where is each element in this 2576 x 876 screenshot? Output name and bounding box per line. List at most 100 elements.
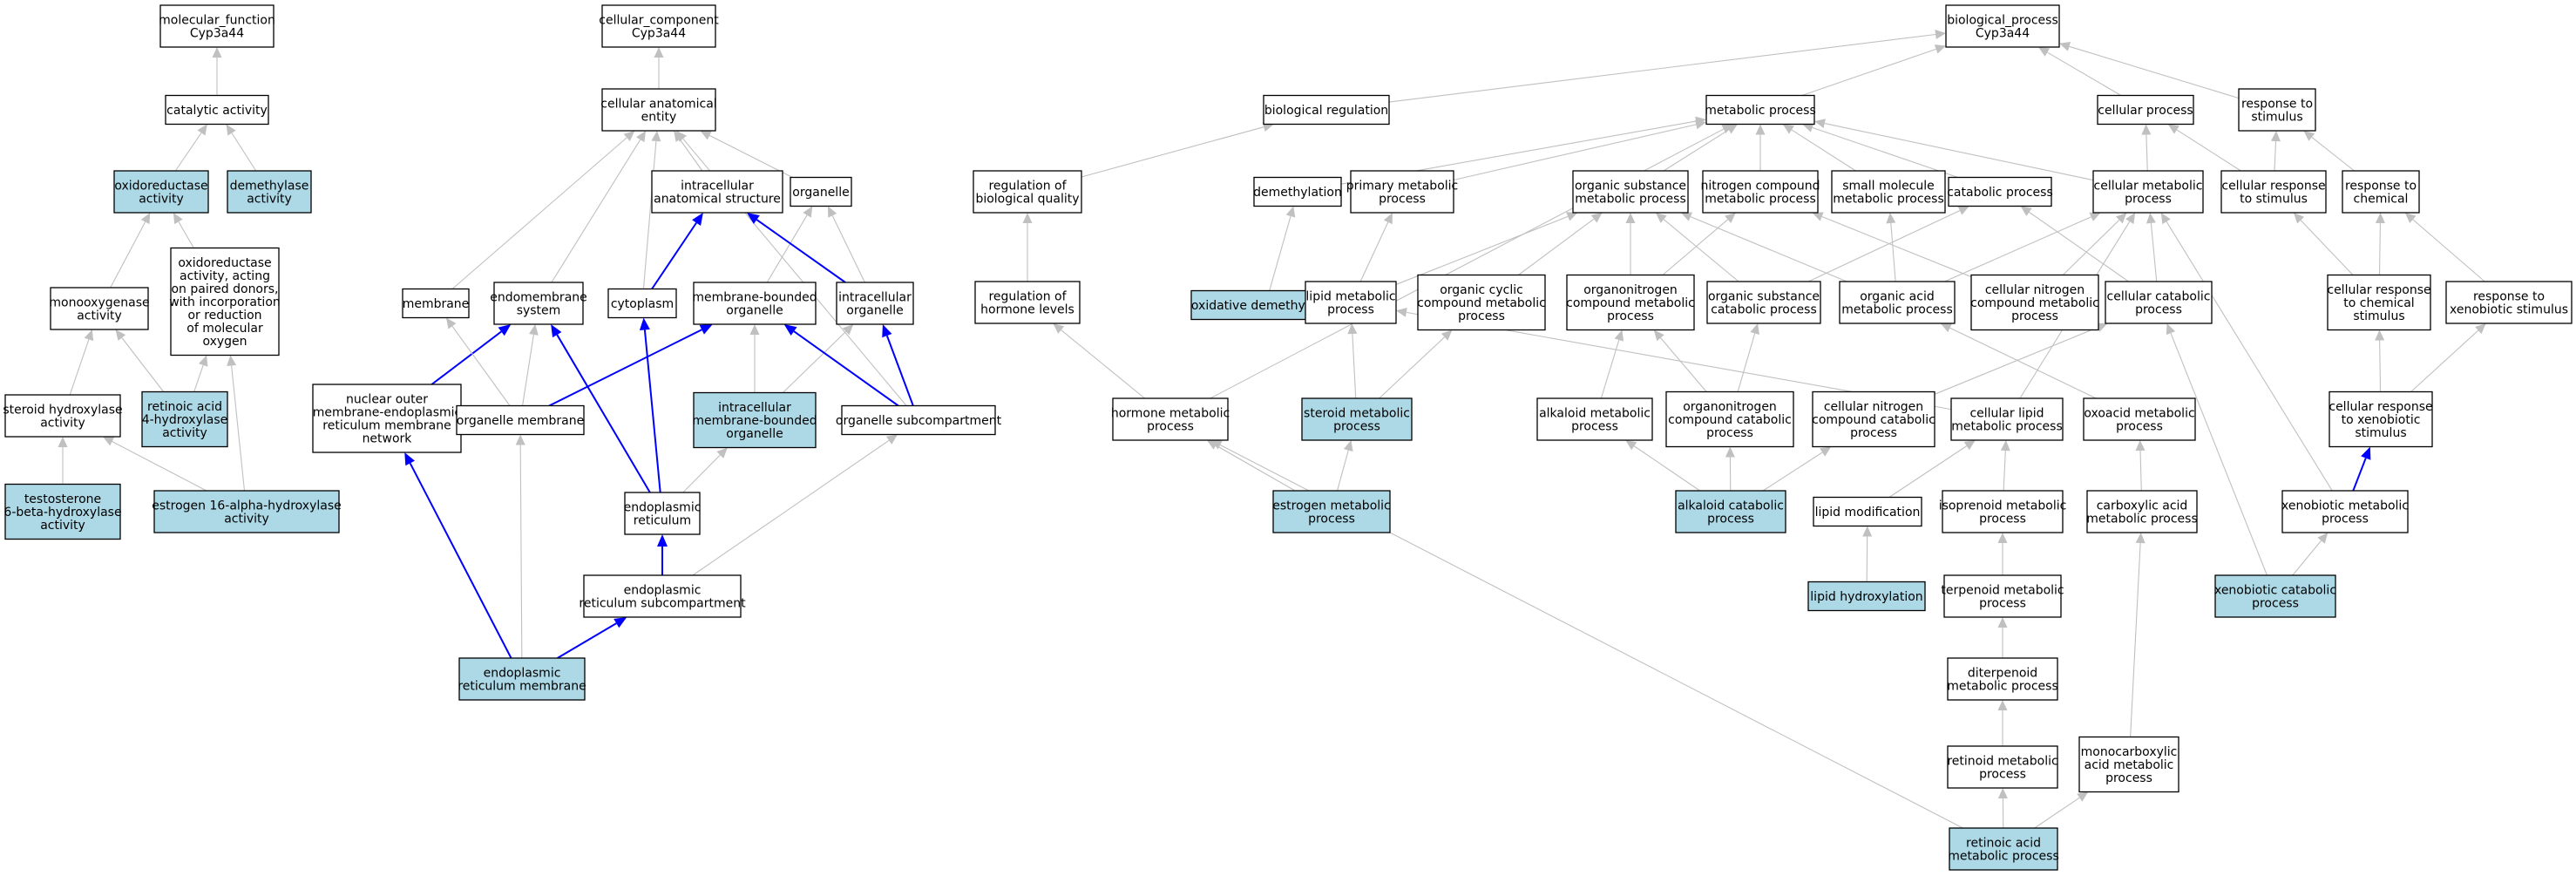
node-box[interactable] <box>1253 176 1342 207</box>
node-box[interactable] <box>1813 496 1922 527</box>
node-membrane[interactable]: membrane <box>402 288 470 319</box>
node-catalytic[interactable]: catalytic activity <box>165 94 269 126</box>
node-box[interactable] <box>2097 94 2194 126</box>
node-box[interactable] <box>1263 94 1390 126</box>
node-lipid-modification[interactable]: lipid modification <box>1813 496 1922 527</box>
node-box[interactable] <box>2083 397 2196 441</box>
node-box[interactable] <box>1706 281 1821 324</box>
node-box[interactable] <box>458 657 586 701</box>
node-box[interactable] <box>1572 170 1689 214</box>
node-box[interactable] <box>2220 170 2327 214</box>
node-box[interactable] <box>651 170 783 214</box>
node-box[interactable] <box>2086 490 2198 533</box>
node-box[interactable] <box>1301 397 1413 441</box>
node-bio-reg[interactable]: biological regulation <box>1263 94 1390 126</box>
node-box[interactable] <box>1417 274 1546 331</box>
node-box[interactable] <box>1948 176 2052 207</box>
node-box[interactable] <box>790 176 852 207</box>
node-box[interactable] <box>4 483 121 540</box>
node-box[interactable] <box>493 282 584 325</box>
node-box[interactable] <box>1305 281 1397 324</box>
node-box[interactable] <box>1947 657 2058 701</box>
node-box[interactable] <box>624 492 701 535</box>
node-box[interactable] <box>2214 574 2336 618</box>
node-box[interactable] <box>1942 490 2064 533</box>
node-box[interactable] <box>312 384 462 453</box>
node-box[interactable] <box>1970 274 2099 331</box>
node-box[interactable] <box>1949 827 2058 871</box>
node-nuclear-outer[interactable]: nuclear outermembrane-endoplasmicreticul… <box>312 384 462 453</box>
node-box[interactable] <box>1831 170 1946 214</box>
node-box[interactable] <box>2281 490 2409 533</box>
node-box[interactable] <box>1945 4 2060 48</box>
node-box[interactable] <box>583 574 742 618</box>
node-box[interactable] <box>1702 170 1819 214</box>
node-organelle[interactable]: organelle <box>790 176 852 207</box>
node-box[interactable] <box>1947 745 2058 789</box>
node-box[interactable] <box>227 170 312 214</box>
node-box[interactable] <box>153 490 340 533</box>
node-box[interactable] <box>2445 281 2573 324</box>
node-catabolic[interactable]: catabolic process <box>1947 176 2053 207</box>
node-box[interactable] <box>693 391 817 449</box>
node-box[interactable] <box>974 281 1081 324</box>
node-metabolic[interactable]: metabolic process <box>1705 94 1816 126</box>
node-box[interactable] <box>1272 490 1391 533</box>
node-box[interactable] <box>1112 397 1229 441</box>
node-cytoplasm[interactable]: cytoplasm <box>607 288 677 319</box>
node-box[interactable] <box>1950 397 2064 441</box>
node-box[interactable] <box>1566 274 1695 331</box>
node-box[interactable] <box>50 287 149 330</box>
node-box[interactable] <box>836 282 914 325</box>
node-box[interactable] <box>1807 581 1926 612</box>
node-box[interactable] <box>4 394 121 438</box>
node-box[interactable] <box>693 282 817 325</box>
node-box[interactable] <box>2238 88 2316 132</box>
node-box[interactable] <box>1839 281 1956 324</box>
node-box[interactable] <box>1350 170 1454 214</box>
